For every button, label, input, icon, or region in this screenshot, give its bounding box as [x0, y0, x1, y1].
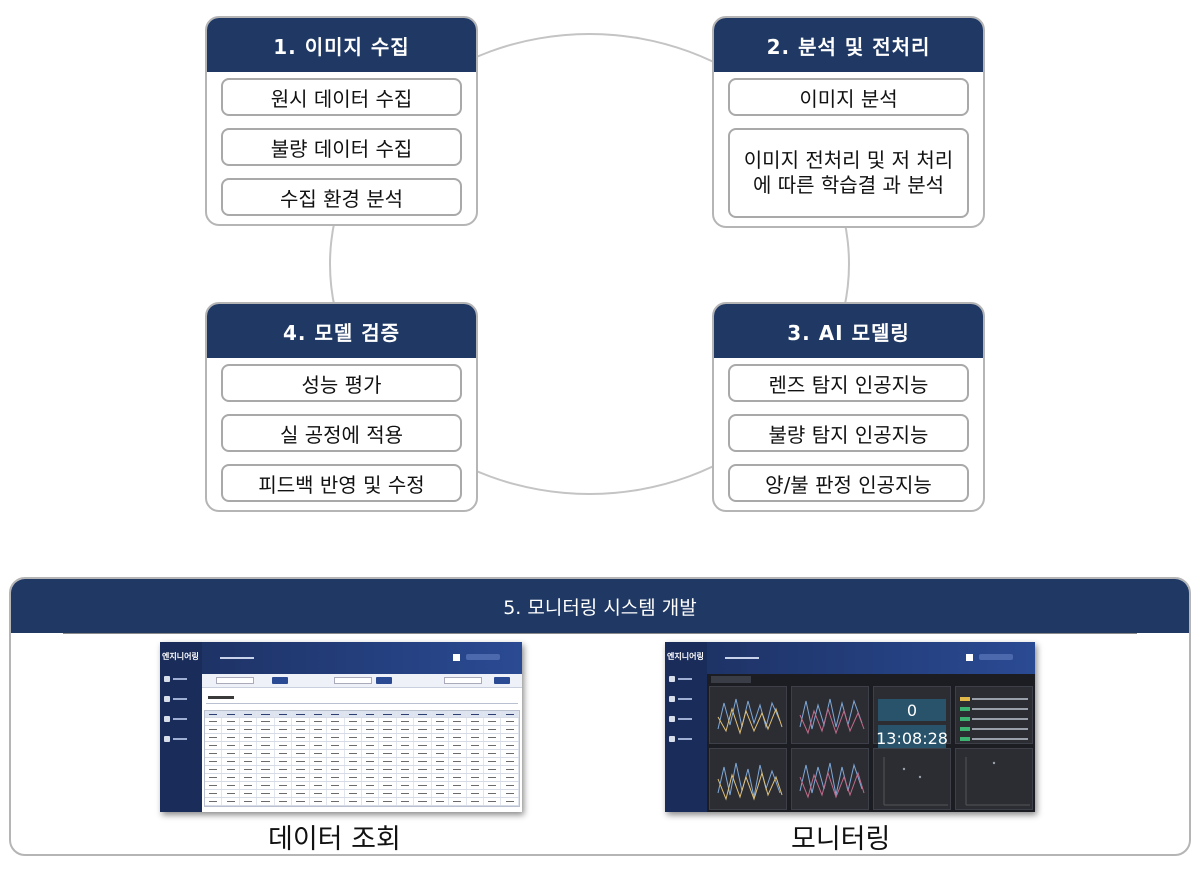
mini-table-row [205, 766, 519, 774]
mini-log-card [955, 686, 1033, 744]
pulse-icon [164, 716, 170, 722]
clock-icon [669, 736, 675, 742]
data-view-screenshot: 엔지니어링 [160, 642, 522, 812]
mini-nav-item [164, 716, 202, 722]
task-box: 양/불 판정 인공지능 [728, 464, 969, 502]
mini-header [202, 642, 522, 674]
task-box: 피드백 반영 및 수정 [221, 464, 462, 502]
list-icon [669, 676, 675, 682]
mini-table-row [205, 790, 519, 798]
mini-line-chart [791, 748, 869, 810]
mini-line-chart [791, 686, 869, 744]
mini-app-brand: 엔지니어링 [160, 642, 202, 662]
mini-nav-item [669, 736, 707, 742]
task-box: 이미지 전처리 및 저 처리에 따른 학습결 과 분석 [728, 128, 969, 218]
filter-icon [669, 696, 675, 702]
mini-table-row [205, 758, 519, 766]
home-icon [453, 654, 460, 661]
monitoring-title: 5. 모니터링 시스템 개발 [11, 579, 1189, 633]
monitoring-screenshot: 엔지니어링 0 13:08:28 [665, 642, 1035, 812]
list-icon [164, 676, 170, 682]
mini-scatter-chart [955, 748, 1033, 810]
stage-title: 3. AI 모델링 [714, 304, 983, 358]
mini-app-brand: 엔지니어링 [665, 642, 707, 662]
mini-table-row [205, 734, 519, 742]
home-icon [966, 654, 973, 661]
mini-sidebar: 엔지니어링 [665, 642, 707, 812]
stage-title: 4. 모델 검증 [207, 304, 476, 358]
task-box: 수집 환경 분석 [221, 178, 462, 216]
mini-nav-item [669, 716, 707, 722]
mini-line-chart [709, 748, 787, 810]
mini-header [707, 642, 1035, 674]
task-box: 렌즈 탐지 인공지능 [728, 364, 969, 402]
mini-nav-item [669, 696, 707, 702]
task-box: 실 공정에 적용 [221, 414, 462, 452]
mini-line-chart [709, 686, 787, 744]
stage-title: 1. 이미지 수집 [207, 18, 476, 72]
filter-icon [164, 696, 170, 702]
data-view-caption: 데이터 조회 [268, 817, 401, 856]
mini-table-row [205, 726, 519, 734]
task-box: 이미지 분석 [728, 78, 969, 116]
divider [63, 633, 1137, 634]
mini-table-row [205, 798, 519, 806]
stage-image-collection: 1. 이미지 수집 원시 데이터 수집 불량 데이터 수집 수집 환경 분석 [205, 16, 478, 226]
monitoring-caption: 모니터링 [791, 817, 890, 856]
clock-icon [164, 736, 170, 742]
mini-table-row [205, 742, 519, 750]
task-box: 원시 데이터 수집 [221, 78, 462, 116]
mini-scatter-chart [873, 748, 951, 810]
pulse-icon [669, 716, 675, 722]
mini-sidebar: 엔지니어링 [160, 642, 202, 812]
task-box: 불량 데이터 수집 [221, 128, 462, 166]
mini-table-row [205, 718, 519, 726]
mini-count-value: 0 [878, 699, 946, 721]
mini-dashboard: 0 13:08:28 [707, 674, 1035, 812]
mini-table-row [205, 750, 519, 758]
mini-nav-item [164, 676, 202, 682]
stage-title: 2. 분석 및 전처리 [714, 18, 983, 72]
mini-nav-item [164, 736, 202, 742]
mini-table-row [205, 774, 519, 782]
stage-analysis-preprocessing: 2. 분석 및 전처리 이미지 분석 이미지 전처리 및 저 처리에 따른 학습… [712, 16, 985, 228]
mini-table-row [205, 711, 519, 718]
task-box: 불량 탐지 인공지능 [728, 414, 969, 452]
mini-nav-item [164, 696, 202, 702]
mini-nav-item [669, 676, 707, 682]
mini-filter-bar [202, 674, 522, 688]
task-box: 성능 평가 [221, 364, 462, 402]
mini-table-row [205, 782, 519, 790]
stage-ai-modeling: 3. AI 모델링 렌즈 탐지 인공지능 불량 탐지 인공지능 양/불 판정 인… [712, 302, 985, 512]
mini-counter-card: 0 13:08:28 [873, 686, 951, 744]
mini-data-table [202, 688, 522, 812]
stage-model-validation: 4. 모델 검증 성능 평가 실 공정에 적용 피드백 반영 및 수정 [205, 302, 478, 512]
